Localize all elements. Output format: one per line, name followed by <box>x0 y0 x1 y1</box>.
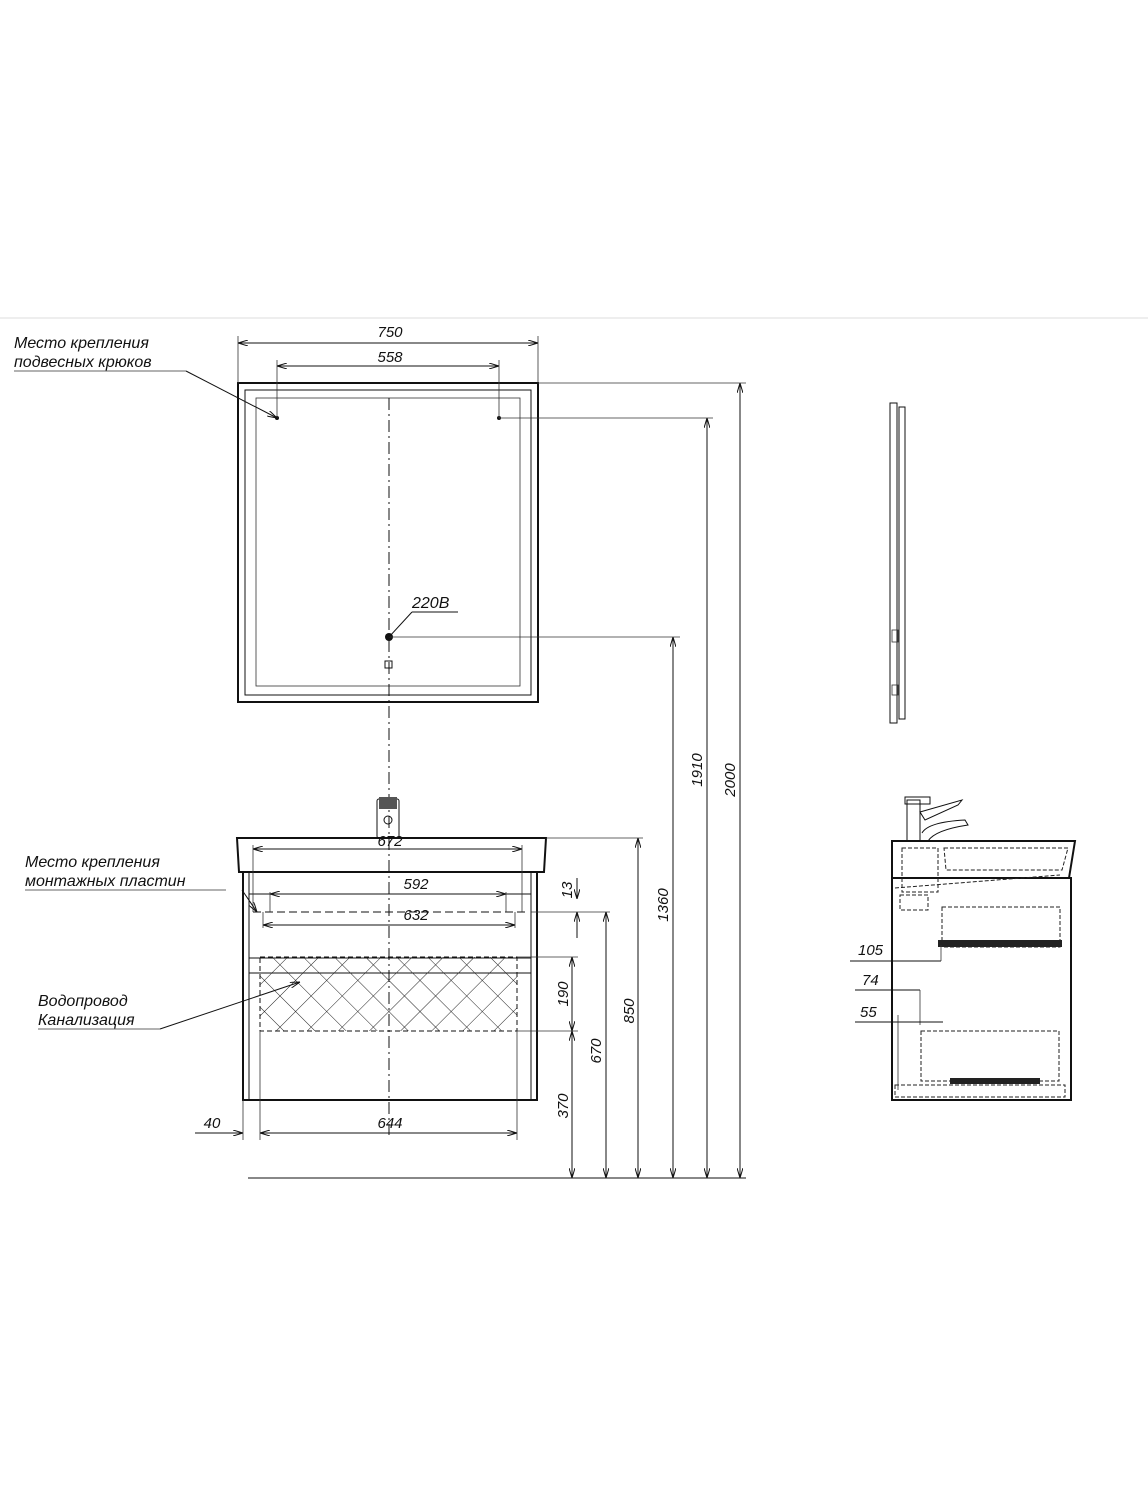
dim-74: 74 <box>855 972 921 1025</box>
dim-hook-spacing: 558 <box>276 349 500 418</box>
dim-632: 632 <box>262 907 516 928</box>
mirror-front-view <box>237 382 539 703</box>
svg-text:монтажных пластин: монтажных пластин <box>25 873 186 890</box>
label-plates: Место крепления монтажных пластин <box>25 854 257 912</box>
dim-2000: 2000 <box>722 383 740 1178</box>
svg-text:632: 632 <box>403 907 429 924</box>
label-hooks: Место крепления подвесных крюков <box>14 335 277 418</box>
vanity-side-view <box>891 796 1077 1101</box>
dim-40: 40 <box>195 1031 261 1140</box>
dim-370: 370 <box>555 1031 572 1178</box>
svg-text:74: 74 <box>862 972 879 989</box>
svg-text:672: 672 <box>377 833 403 850</box>
svg-text:1360: 1360 <box>655 888 672 922</box>
svg-text:370: 370 <box>555 1093 572 1119</box>
faucet-icon <box>376 797 400 839</box>
svg-text:подвесных крюков: подвесных крюков <box>14 354 152 371</box>
svg-text:190: 190 <box>555 981 572 1007</box>
svg-text:592: 592 <box>403 876 429 893</box>
power-label: 220В <box>411 595 450 612</box>
mirror-side-view <box>889 402 906 724</box>
dim-672: 672 <box>252 833 523 912</box>
dim-55: 55 <box>855 1004 943 1090</box>
dim-105: 105 <box>850 942 942 962</box>
svg-text:644: 644 <box>377 1115 402 1132</box>
dim-1360: 1360 <box>655 637 673 1178</box>
dim-13: 13 <box>559 878 577 938</box>
svg-text:55: 55 <box>860 1004 877 1021</box>
dim-592: 592 <box>269 876 507 912</box>
dim-850: 850 <box>621 838 638 1178</box>
svg-text:Место крепления: Место крепления <box>14 335 149 352</box>
dim-670: 670 <box>588 912 606 1178</box>
svg-text:1910: 1910 <box>689 753 706 787</box>
svg-text:Канализация: Канализация <box>38 1012 135 1029</box>
svg-text:Место крепления: Место крепления <box>25 854 160 871</box>
svg-text:13: 13 <box>559 881 576 898</box>
svg-text:750: 750 <box>377 324 403 341</box>
pipe-zone <box>259 956 518 1032</box>
dim-mirror-width: 750 <box>237 324 539 383</box>
dim-190: 190 <box>555 957 572 1031</box>
svg-text:670: 670 <box>588 1038 605 1064</box>
svg-text:850: 850 <box>621 998 638 1024</box>
dim-1910: 1910 <box>689 418 707 1178</box>
svg-text:40: 40 <box>204 1115 221 1132</box>
svg-text:105: 105 <box>858 942 884 959</box>
dim-644: 644 <box>260 1031 518 1140</box>
faucet-side-icon <box>904 796 969 842</box>
svg-text:2000: 2000 <box>722 763 739 798</box>
svg-text:558: 558 <box>377 349 403 366</box>
vanity-front-view <box>235 797 548 1101</box>
label-pipes: Водопровод Канализация <box>38 982 300 1030</box>
svg-text:Водопровод: Водопровод <box>38 993 128 1010</box>
